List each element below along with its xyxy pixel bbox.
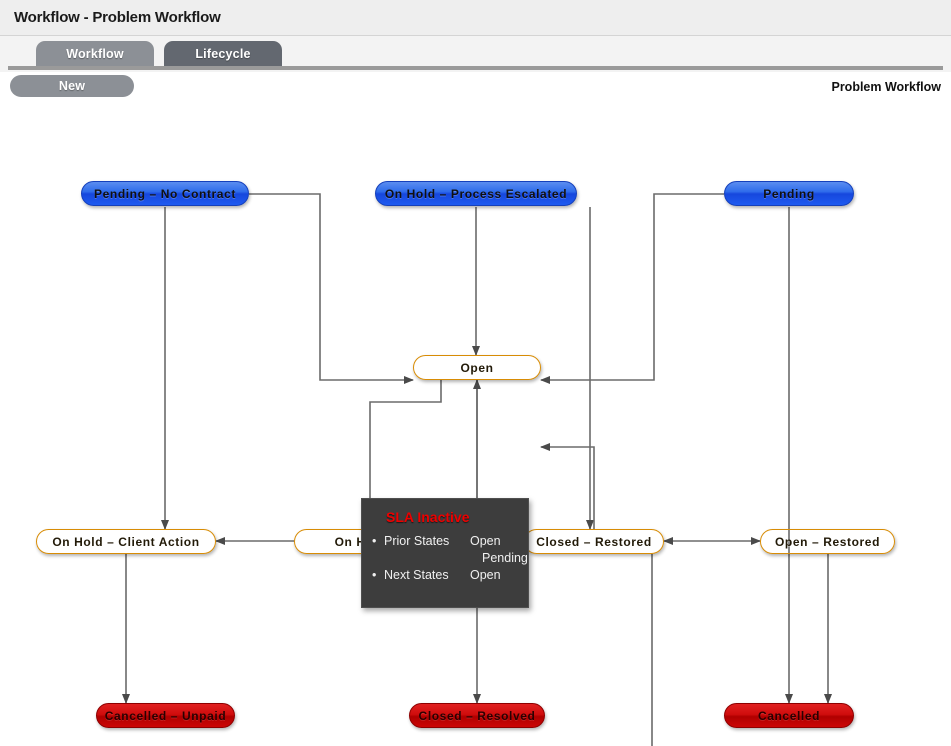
workflow-canvas: Pending – No Contract On Hold – Process … — [0, 102, 951, 746]
sla-prior-states-label: Prior States — [384, 534, 450, 548]
tab-underline — [8, 66, 943, 70]
action-bar: New Problem Workflow — [0, 72, 951, 102]
sla-next-states-row: • Next States Open — [372, 567, 518, 584]
connector-layer — [122, 193, 832, 746]
page-title: Workflow - Problem Workflow — [14, 9, 221, 26]
bullet-icon: • — [372, 534, 377, 548]
sla-next-states-label: Next States — [384, 568, 449, 582]
state-node-on-hold-client-action[interactable]: On Hold – Client Action — [36, 529, 216, 554]
context-title: Problem Workflow — [831, 80, 941, 94]
state-node-cancelled[interactable]: Cancelled — [724, 703, 854, 728]
new-button[interactable]: New — [10, 75, 134, 97]
state-node-on-hold-escalated[interactable]: On Hold – Process Escalated — [375, 181, 577, 206]
sla-prior-states-value: Open — [470, 534, 501, 548]
state-node-open-restored[interactable]: Open – Restored — [760, 529, 895, 554]
sla-prior-states-value-2: Pending — [482, 551, 528, 565]
tab-workflow[interactable]: Workflow — [36, 41, 154, 67]
tab-lifecycle[interactable]: Lifecycle — [164, 41, 282, 67]
state-node-cancelled-unpaid[interactable]: Cancelled – Unpaid — [96, 703, 235, 728]
state-node-pending-no-contract[interactable]: Pending – No Contract — [81, 181, 249, 206]
state-node-closed-resolved[interactable]: Closed – Resolved — [409, 703, 545, 728]
sla-tooltip-heading: SLA Inactive — [386, 509, 470, 525]
bullet-icon: • — [372, 568, 377, 582]
sla-next-states-value: Open — [470, 568, 501, 582]
state-node-open[interactable]: Open — [413, 355, 541, 380]
sla-prior-states-row: • Prior States Open — [372, 533, 518, 550]
title-bar: Workflow - Problem Workflow — [0, 0, 951, 36]
state-node-closed-restored[interactable]: Closed – Restored — [524, 529, 664, 554]
state-node-pending[interactable]: Pending — [724, 181, 854, 206]
